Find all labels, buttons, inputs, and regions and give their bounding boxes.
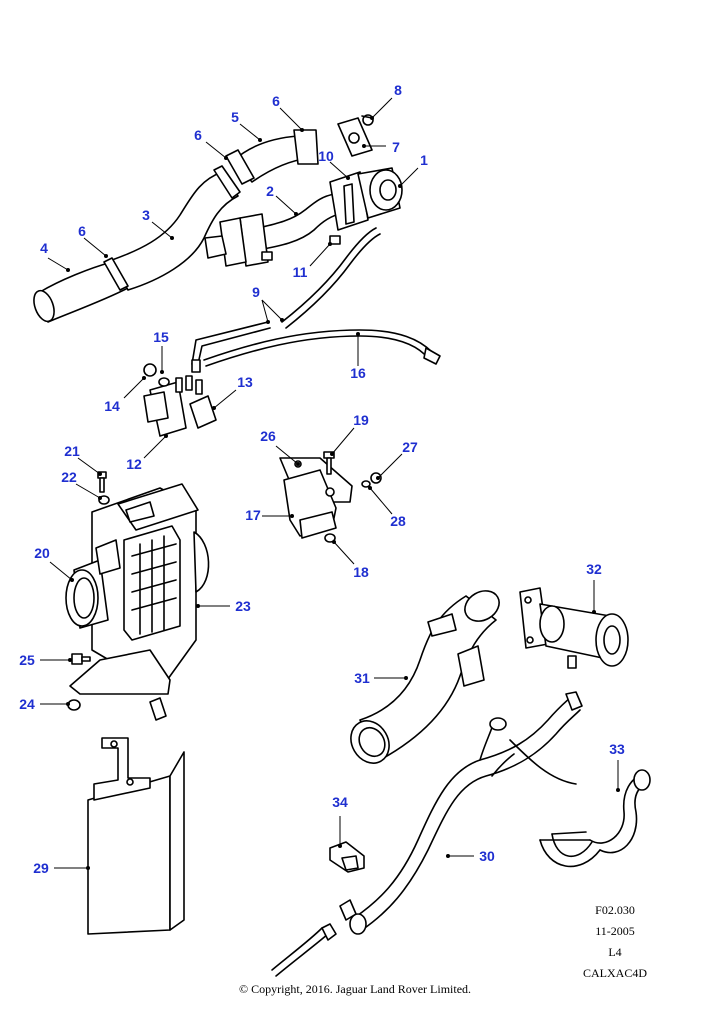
callout-11[interactable]: 11: [292, 264, 308, 280]
copyright-notice: © Copyright, 2016. Jaguar Land Rover Lim…: [238, 982, 472, 996]
callout-3[interactable]: 3: [142, 207, 150, 223]
callout-20[interactable]: 20: [34, 545, 50, 561]
callout-4[interactable]: 4: [40, 240, 48, 256]
gasket: [337, 114, 374, 157]
callout-16[interactable]: 16: [350, 365, 366, 381]
callout-27[interactable]: 27: [402, 439, 418, 455]
figure-code: F02.030: [595, 903, 635, 917]
callout-33[interactable]: 33: [609, 741, 625, 757]
callout-14[interactable]: 14: [104, 398, 120, 414]
callout-31[interactable]: 31: [354, 670, 370, 686]
figure-date: 11-2005: [595, 924, 635, 938]
figure-reference: CALXAC4D: [582, 966, 648, 980]
callout-19[interactable]: 19: [353, 412, 369, 428]
callout-13[interactable]: 13: [237, 374, 253, 390]
intake-pipe-31: [350, 590, 500, 764]
callout-28[interactable]: 28: [390, 513, 406, 529]
callout-23[interactable]: 23: [235, 598, 251, 614]
egr-valve: [329, 167, 403, 231]
callout-24[interactable]: 24: [19, 696, 35, 712]
clip-34: [329, 841, 365, 873]
callout-10[interactable]: 10: [318, 148, 334, 164]
callout-17[interactable]: 17: [245, 507, 261, 523]
callout-30[interactable]: 30: [479, 848, 495, 864]
callout-1[interactable]: 1: [420, 152, 428, 168]
callout-6a[interactable]: 6: [272, 93, 280, 109]
callout-29[interactable]: 29: [33, 860, 49, 876]
callout-6b[interactable]: 6: [194, 127, 202, 143]
callout-21[interactable]: 21: [64, 443, 80, 459]
bolts-11: [261, 235, 341, 261]
elbow-hose: [225, 129, 319, 185]
small-hose-33: [539, 769, 651, 868]
callout-15[interactable]: 15: [153, 329, 169, 345]
heat-shield: [87, 737, 185, 935]
callout-26[interactable]: 26: [260, 428, 276, 444]
figure-variant: L4: [608, 945, 622, 959]
callout-9[interactable]: 9: [252, 284, 260, 300]
coolant-hose-30: [271, 691, 583, 977]
callout-25[interactable]: 25: [19, 652, 35, 668]
leader-lines: [40, 97, 620, 870]
callout-18[interactable]: 18: [353, 564, 369, 580]
vacuum-pipe: [191, 227, 381, 373]
intercooler-housing: [65, 483, 210, 695]
intake-hose: [33, 165, 241, 323]
bracket-17: [279, 457, 353, 539]
callout-22[interactable]: 22: [61, 469, 77, 485]
callout-34[interactable]: 34: [332, 794, 348, 810]
callout-8[interactable]: 8: [394, 82, 402, 98]
callout-6c[interactable]: 6: [78, 223, 86, 239]
hose-16: [203, 329, 441, 367]
callout-5[interactable]: 5: [231, 109, 239, 125]
egr-cooler: [519, 587, 629, 669]
callout-32[interactable]: 32: [586, 561, 602, 577]
callout-2[interactable]: 2: [266, 183, 274, 199]
callout-7[interactable]: 7: [392, 139, 400, 155]
solenoid-valve: [143, 375, 217, 437]
callout-12[interactable]: 12: [126, 456, 142, 472]
